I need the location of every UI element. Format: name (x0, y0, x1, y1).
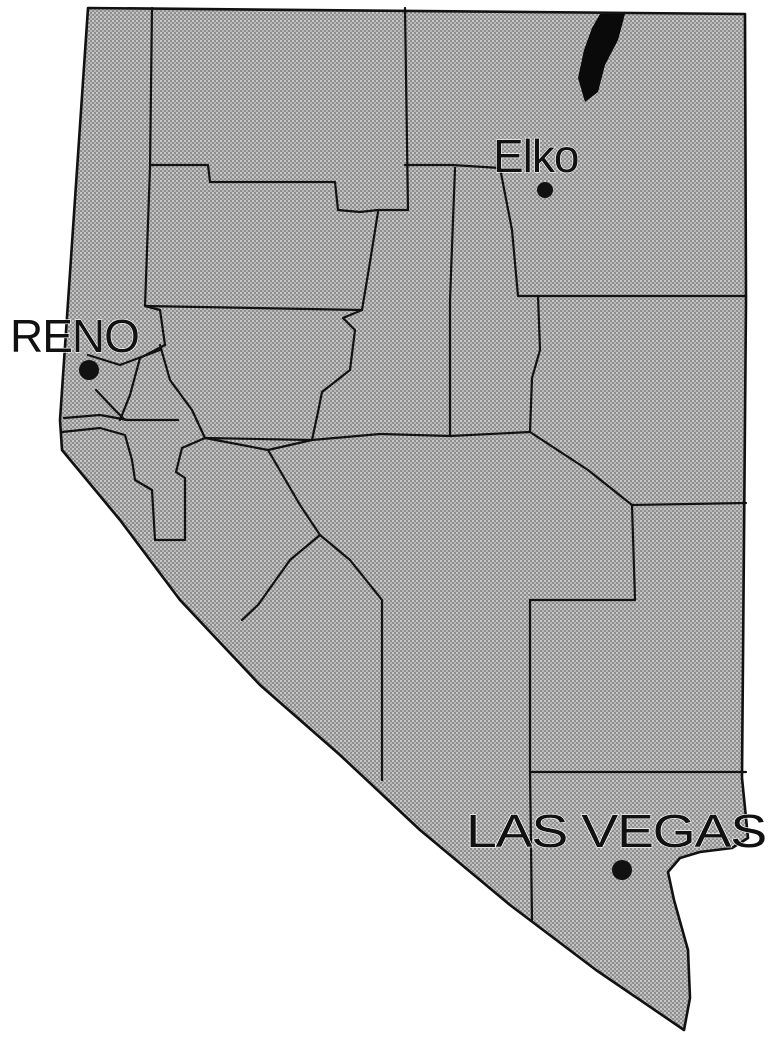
county-line (94, 388, 127, 422)
city-dot-elko (537, 182, 553, 198)
county-line (143, 304, 364, 442)
county-line (62, 413, 180, 422)
city-reno: RENO (9, 309, 141, 380)
city-label-elko: Elko (493, 130, 578, 182)
city-elko: Elko (492, 129, 580, 198)
state-outline (58, 6, 750, 1032)
county-line (528, 503, 748, 774)
county-line (60, 426, 207, 542)
city-dot-reno (79, 360, 99, 380)
city-las-vegas: LAS VEGAS (465, 804, 768, 880)
county-line (528, 770, 534, 922)
city-label-reno: RENO (10, 310, 139, 362)
county-line (158, 343, 314, 442)
county-boundaries (60, 6, 748, 922)
county-line (528, 294, 542, 434)
county-line (86, 348, 162, 367)
county-line (360, 210, 380, 312)
county-line (240, 533, 322, 622)
lake (578, 14, 625, 102)
county-line (148, 6, 410, 214)
city-label-las-vegas: LAS VEGAS (466, 805, 766, 857)
county-line (498, 166, 748, 298)
county-line (266, 438, 314, 452)
county-line (118, 343, 167, 422)
county-line (403, 163, 502, 170)
city-dot-las-vegas (612, 860, 632, 880)
county-line (448, 166, 457, 438)
